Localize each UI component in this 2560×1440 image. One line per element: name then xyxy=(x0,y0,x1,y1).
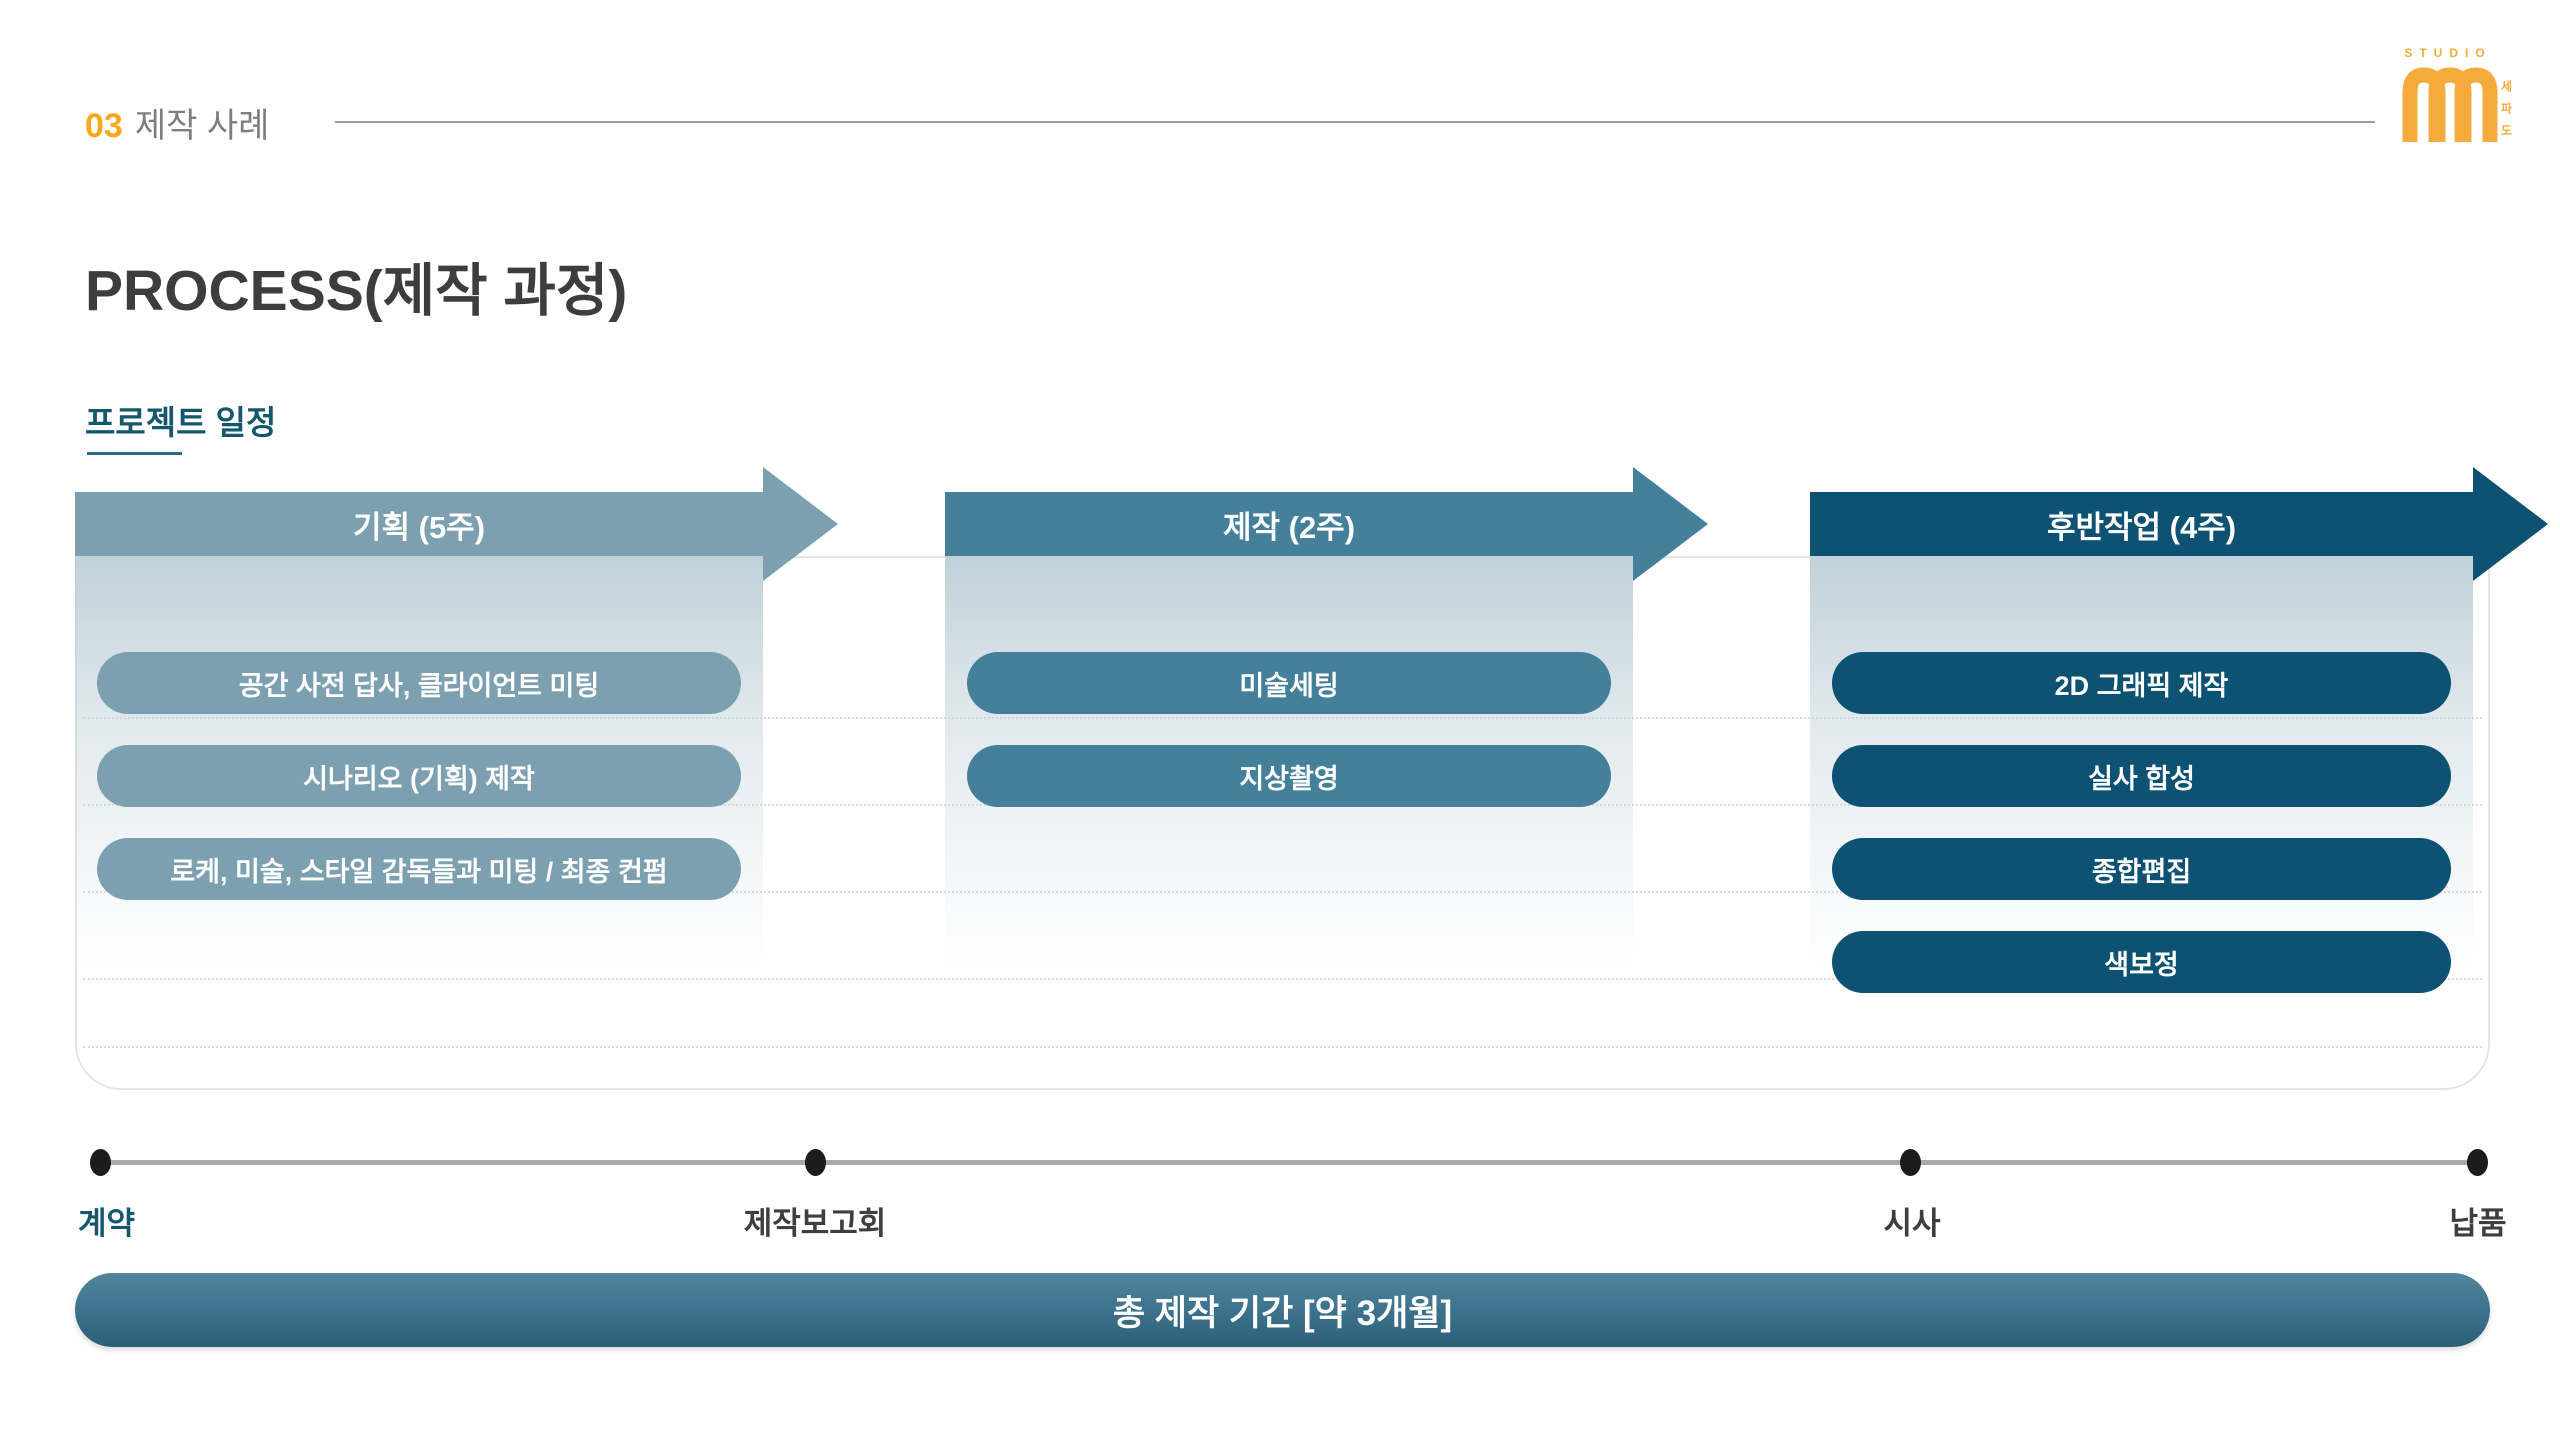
milestone-label: 제작보고회 xyxy=(743,1206,887,1241)
timeline-dot xyxy=(2467,1149,2488,1176)
section-number: 03 xyxy=(85,107,123,145)
task-pill: 2D 그래픽 제작 xyxy=(1832,652,2451,714)
milestone-label: 계약 xyxy=(78,1206,136,1241)
phase3-arrowhead-icon xyxy=(2473,467,2548,581)
header-divider xyxy=(335,121,2375,123)
task-pill: 미술세팅 xyxy=(967,652,1611,714)
task-pill: 종합편집 xyxy=(1832,838,2451,900)
phase2-arrow: 제작 (2주) xyxy=(945,492,1633,556)
total-duration-bar: 총 제작 기간 [약 3개월] xyxy=(75,1273,2490,1347)
milestone-label: 시사 xyxy=(1883,1206,1941,1241)
phase3-label: 후반작업 (4주) xyxy=(2046,509,2237,545)
phase1-arrow: 기획 (5주) xyxy=(75,492,763,556)
task-pill: 지상촬영 xyxy=(967,745,1611,807)
task-pill: 색보정 xyxy=(1832,931,2451,993)
task-pill: 실사 합성 xyxy=(1832,745,2451,807)
slide-header: 03 제작 사례 xyxy=(85,98,269,147)
total-duration-label: 총 제작 기간 [약 3개월] xyxy=(1112,1293,1453,1333)
task-pill: 시나리오 (기획) 제작 xyxy=(97,745,741,807)
task-label: 지상촬영 xyxy=(1239,763,1339,794)
phase3-arrow: 후반작업 (4주) xyxy=(1810,492,2473,556)
timeline-dot xyxy=(1900,1149,1921,1176)
phase1-arrowhead-icon xyxy=(763,467,838,581)
studio-logo: STUDIO 세파도 xyxy=(2398,38,2538,163)
timeline-line xyxy=(100,1160,2485,1165)
phase2-label: 제작 (2주) xyxy=(1222,509,1356,545)
task-label: 색보정 xyxy=(2104,949,2179,980)
task-label: 실사 합성 xyxy=(2088,763,2195,794)
task-label: 공간 사전 답사, 클라이언트 미팅 xyxy=(238,670,600,701)
task-pill: 공간 사전 답사, 클라이언트 미팅 xyxy=(97,652,741,714)
section-label-underline xyxy=(87,452,182,455)
task-label: 2D 그래픽 제작 xyxy=(2054,670,2229,701)
task-label: 종합편집 xyxy=(2091,856,2192,887)
timeline-dot xyxy=(805,1149,826,1176)
task-label: 미술세팅 xyxy=(1239,670,1339,701)
phase1-label: 기획 (5주) xyxy=(352,509,486,545)
task-label: 시나리오 (기획) 제작 xyxy=(303,763,535,794)
section-title: 제작 사례 xyxy=(134,107,270,145)
task-pill: 로케, 미술, 스타일 감독들과 미팅 / 최종 컨펌 xyxy=(97,838,741,900)
phase2-arrowhead-icon xyxy=(1633,467,1708,581)
task-label: 로케, 미술, 스타일 감독들과 미팅 / 최종 컨펌 xyxy=(170,856,668,887)
logo-m-icon xyxy=(2402,67,2498,142)
page-title: PROCESS(제작 과정) xyxy=(85,259,628,323)
milestone-label: 납품 xyxy=(2449,1206,2507,1241)
logo-korean-text: 세파도 xyxy=(2499,80,2513,146)
logo-studio-text: STUDIO xyxy=(2404,46,2492,60)
timeline-dot xyxy=(90,1149,111,1176)
section-label: 프로젝트 일정 xyxy=(85,404,277,441)
